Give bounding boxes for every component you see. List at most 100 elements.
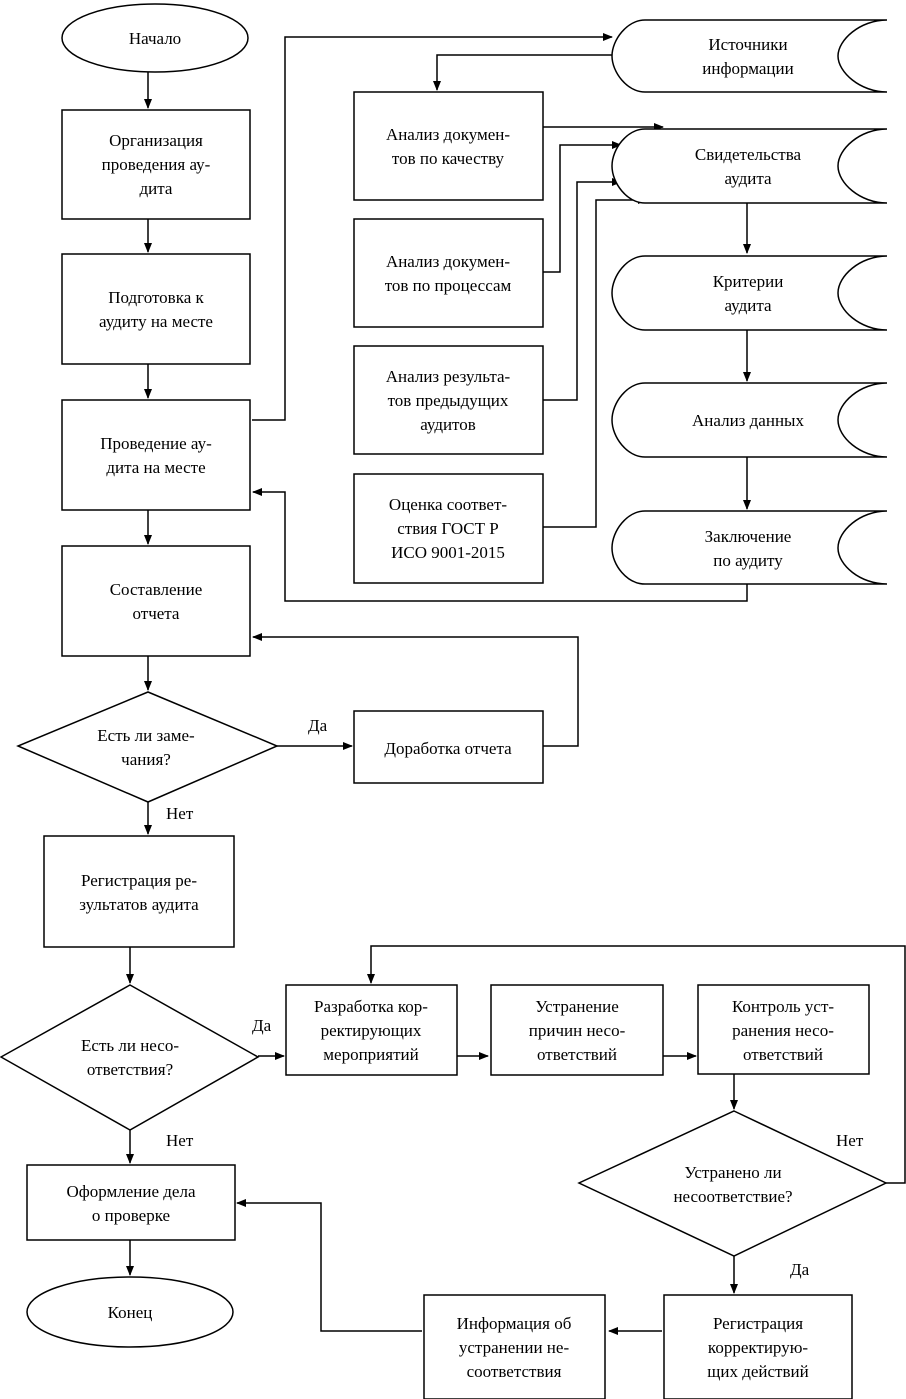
report-box: Составление отчета — [61, 545, 251, 657]
gost-box: Оценка соответ-ствия ГОСТ Р ИСО 9001-2015 — [353, 473, 544, 584]
data-analysis-storage: Анализ данных — [611, 382, 888, 458]
rework-box: Доработка отчета — [353, 710, 544, 784]
close-case-box: Оформление дела о проверке — [26, 1164, 236, 1241]
arrow-conduct-sources — [252, 33, 613, 421]
label-line: Анализ данных — [692, 411, 804, 430]
doc-process-label: Анализ докумен-тов по процессам — [385, 252, 512, 295]
close-case-label: Оформление дела о проверке — [66, 1182, 195, 1225]
arrow-eliminated-no-loop — [367, 945, 906, 1184]
eliminate-label: Устранение причин несо-ответствий — [529, 997, 626, 1064]
label-line: аудита — [724, 296, 771, 315]
arrow-sources-docquality — [433, 54, 643, 91]
label-line: Оформление дела — [66, 1182, 195, 1201]
info-label: Информация об устранении не-соответствия — [457, 1314, 572, 1381]
label-line: Информация об — [457, 1314, 572, 1333]
conduct-box: Проведение ау-дита на месте — [61, 399, 251, 511]
label-line: Источники — [708, 35, 787, 54]
label-line: по аудиту — [713, 551, 783, 570]
label-no-register: Нет — [166, 804, 194, 823]
label-line: тов по качеству — [392, 149, 505, 168]
label-no-close: Нет — [166, 1131, 194, 1150]
label-line: Контроль уст- — [732, 997, 834, 1016]
remarks-decision: Есть ли заме-чания? — [16, 691, 279, 803]
label-line: проведения ау- — [102, 155, 211, 174]
label-line: ствия ГОСТ Р — [397, 519, 499, 538]
doc-process-box: Анализ докумен-тов по процессам — [353, 218, 544, 328]
arrow-rework-report — [252, 633, 579, 747]
label-line: Есть ли заме- — [97, 726, 195, 745]
label-line: Есть ли несо- — [81, 1036, 179, 1055]
label-line: Заключение — [705, 527, 792, 546]
label-line: о проверке — [92, 1206, 170, 1225]
start-terminal — [61, 3, 249, 73]
gost-label: Оценка соответ-ствия ГОСТ Р ИСО 9001-2015 — [389, 495, 507, 562]
label-yes-register: Да — [790, 1260, 810, 1279]
label-line: Разработка кор- — [314, 997, 428, 1016]
shapes: Начало Организация проведения ау-дита Под… — [0, 3, 888, 1399]
label-line: ИСО 9001-2015 — [391, 543, 505, 562]
label-line: Свидетельства — [695, 145, 802, 164]
label-line: ректирующих — [321, 1021, 422, 1040]
nonconf-label: Есть ли несо-ответствия? — [81, 1036, 179, 1079]
end-label: Конец — [108, 1303, 153, 1322]
arrow-prevresults-evidence — [543, 178, 622, 401]
connectors — [126, 33, 906, 1335]
start-label: Начало — [129, 29, 181, 48]
label-line: Доработка отчета — [384, 739, 512, 758]
label-line: Организация — [109, 131, 203, 150]
label-line: дита — [140, 179, 173, 198]
rework-label: Доработка отчета — [384, 739, 512, 758]
label-line: Анализ докумен- — [386, 125, 510, 144]
label-line: дита на месте — [106, 458, 205, 477]
control-box: Контроль уст-ранения несо-ответствий — [697, 984, 870, 1075]
register-box: Регистрация ре-зультатов аудита — [43, 835, 235, 948]
organize-box: Организация проведения ау-дита — [61, 109, 251, 220]
label-line: ответствий — [537, 1045, 617, 1064]
conclusion-storage: Заключение по аудиту — [611, 510, 888, 585]
control-label: Контроль уст-ранения несо-ответствий — [732, 997, 834, 1064]
label-line: ранения несо- — [732, 1021, 834, 1040]
organize-label: Организация проведения ау-дита — [102, 131, 211, 198]
label-line: соответствия — [467, 1362, 562, 1381]
conduct-label: Проведение ау-дита на месте — [100, 434, 212, 477]
label-line: щих действий — [707, 1362, 808, 1381]
criteria-storage: Критерии аудита — [611, 255, 888, 331]
label-line: тов по процессам — [385, 276, 512, 295]
conclusion-label: Заключение по аудиту — [705, 527, 792, 570]
label-line: Анализ докумен- — [386, 252, 510, 271]
arrow-docprocess-evidence — [543, 141, 622, 273]
label-line: несоответствие? — [673, 1187, 792, 1206]
doc-quality-label: Анализ докумен-тов по качеству — [386, 125, 510, 168]
arrow-info-close — [236, 1199, 422, 1332]
branch-labels: Да Нет Да Нет Нет Да — [166, 716, 864, 1279]
label-line: зультатов аудита — [79, 895, 199, 914]
doc-quality-box: Анализ докумен-тов по качеству — [353, 91, 544, 201]
label-line: мероприятий — [323, 1045, 418, 1064]
label-line: отчета — [133, 604, 180, 623]
data-analysis-label: Анализ данных — [692, 411, 804, 430]
label-line: Составление — [110, 580, 203, 599]
label-line: Критерии — [713, 272, 784, 291]
criteria-label: Критерии аудита — [713, 272, 784, 315]
label-line: ответствий — [743, 1045, 823, 1064]
end-terminal — [26, 1276, 234, 1348]
label-line: причин несо- — [529, 1021, 626, 1040]
label-line: Устранение — [535, 997, 619, 1016]
label-line: Подготовка к — [108, 288, 204, 307]
label-yes-corrective: Да — [252, 1016, 272, 1035]
label-yes-rework: Да — [308, 716, 328, 735]
report-label: Составление отчета — [110, 580, 203, 623]
label-line: Оценка соответ- — [389, 495, 507, 514]
label-no-repeat: Нет — [836, 1131, 864, 1150]
label-line: устранении не- — [459, 1338, 570, 1357]
